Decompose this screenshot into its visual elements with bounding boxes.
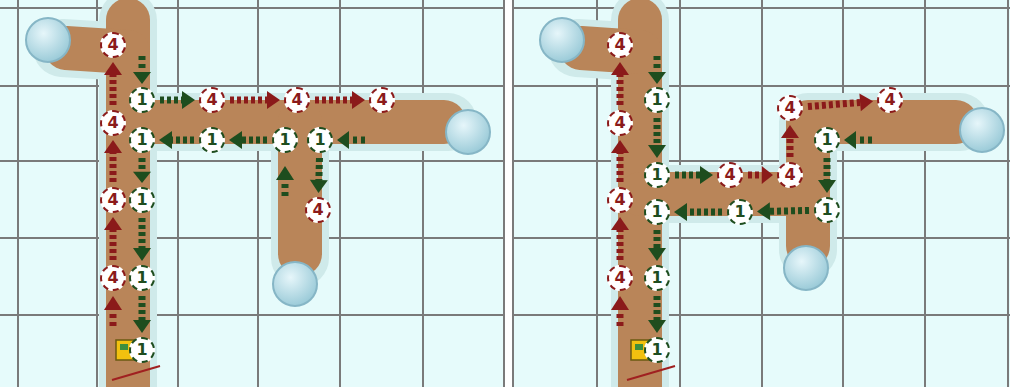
board-panel — [0, 0, 505, 387]
counter-circle: 4 — [607, 32, 633, 58]
counter-circle: 4 — [877, 87, 903, 113]
counter-number: 1 — [136, 270, 147, 286]
pipe-outline — [62, 20, 960, 387]
counter-circle: 1 — [644, 87, 670, 113]
counter-circle: 4 — [284, 87, 310, 113]
counter-circle: 4 — [777, 95, 803, 121]
counter-number: 1 — [136, 342, 147, 358]
counter-number: 4 — [206, 92, 217, 108]
counter-circle: 4 — [369, 87, 395, 113]
counter-number: 4 — [107, 270, 118, 286]
flow-arrow — [133, 296, 151, 333]
counter-circle: 1 — [199, 127, 225, 153]
flow-arrow — [648, 118, 666, 158]
direction-arrow — [104, 56, 872, 326]
flow-arrow — [611, 62, 629, 105]
flow-arrow — [159, 131, 194, 149]
flow-arrow — [230, 91, 280, 109]
counter-number: 4 — [376, 92, 387, 108]
counter-circle: 1 — [129, 87, 155, 113]
counter-circle: 4 — [607, 265, 633, 291]
counter-number: 4 — [614, 192, 625, 208]
counter-number: 4 — [614, 115, 625, 131]
counter-number: 4 — [312, 202, 323, 218]
counter-number: 1 — [136, 92, 147, 108]
counter-number: 4 — [107, 115, 118, 131]
counter-number: 4 — [784, 100, 795, 116]
flow-arrow — [648, 296, 666, 333]
counter-circle: 1 — [644, 337, 670, 363]
counter-circle: 4 — [100, 110, 126, 136]
flow-arrow — [310, 158, 328, 193]
counter-circle: 1 — [272, 127, 298, 153]
counter-number: 4 — [724, 167, 735, 183]
flow-arrow — [748, 166, 773, 184]
counter-number: 1 — [314, 132, 325, 148]
counter-circle: 1 — [307, 127, 333, 153]
counter-circle: 4 — [305, 197, 331, 223]
counter-number: 1 — [136, 132, 147, 148]
flow-arrow — [611, 217, 629, 260]
counter-number: 4 — [884, 92, 895, 108]
counter-number: 1 — [651, 270, 662, 286]
counter-number: 4 — [291, 92, 302, 108]
counter-circle: 1 — [644, 162, 670, 188]
flow-arrow — [160, 91, 195, 109]
counter-circle: 1 — [129, 265, 155, 291]
flow-arrow — [104, 217, 122, 260]
flow-arrow — [104, 62, 122, 105]
flow-arrow — [674, 203, 722, 221]
counter-number: 1 — [651, 204, 662, 220]
board-panel — [512, 0, 1010, 387]
counter-number: 1 — [821, 132, 832, 148]
counter-number: 4 — [784, 167, 795, 183]
flow-arrow — [229, 131, 267, 149]
ball-endpoint — [26, 18, 1004, 306]
counter-number: 1 — [279, 132, 290, 148]
counter-circle: 4 — [100, 32, 126, 58]
counter-circle: 1 — [814, 127, 840, 153]
counter-number: 4 — [107, 192, 118, 208]
station-icon — [112, 340, 675, 380]
counter-circle: 1 — [644, 265, 670, 291]
counter-circle: 4 — [607, 110, 633, 136]
flow-arrow — [781, 125, 799, 157]
counter-circle: 4 — [607, 187, 633, 213]
panel-gap — [505, 0, 512, 387]
flow-arrow — [818, 158, 836, 193]
counter-number: 4 — [614, 270, 625, 286]
flow-arrow — [315, 91, 365, 109]
counter-circle: 1 — [129, 187, 155, 213]
counter-circle: 4 — [717, 162, 743, 188]
counter-number: 1 — [651, 342, 662, 358]
counter-number: 1 — [734, 204, 745, 220]
flow-arrow — [808, 93, 873, 111]
flow-arrow — [611, 140, 629, 182]
flow-arrow — [675, 166, 713, 184]
flow-arrow — [133, 218, 151, 261]
counter-number: 4 — [107, 37, 118, 53]
pipe — [66, 20, 956, 387]
flow-arrow — [104, 140, 122, 182]
counter-number: 1 — [651, 167, 662, 183]
counter-circle: 1 — [129, 127, 155, 153]
counter-number: 1 — [821, 202, 832, 218]
counter-circle: 1 — [727, 199, 753, 225]
counter-number: 4 — [614, 37, 625, 53]
counter-circle: 1 — [129, 337, 155, 363]
counter-number: 1 — [136, 192, 147, 208]
flow-arrow — [133, 158, 151, 183]
counter-circle: 1 — [644, 199, 670, 225]
counter-circle: 4 — [777, 162, 803, 188]
counter-circle: 4 — [199, 87, 225, 113]
counter-circle: 1 — [814, 197, 840, 223]
counter-number: 1 — [206, 132, 217, 148]
flow-arrow — [757, 202, 809, 220]
counter-number: 1 — [651, 92, 662, 108]
counter-circle: 4 — [100, 265, 126, 291]
flow-arrow — [648, 230, 666, 261]
counter-circle: 4 — [100, 187, 126, 213]
